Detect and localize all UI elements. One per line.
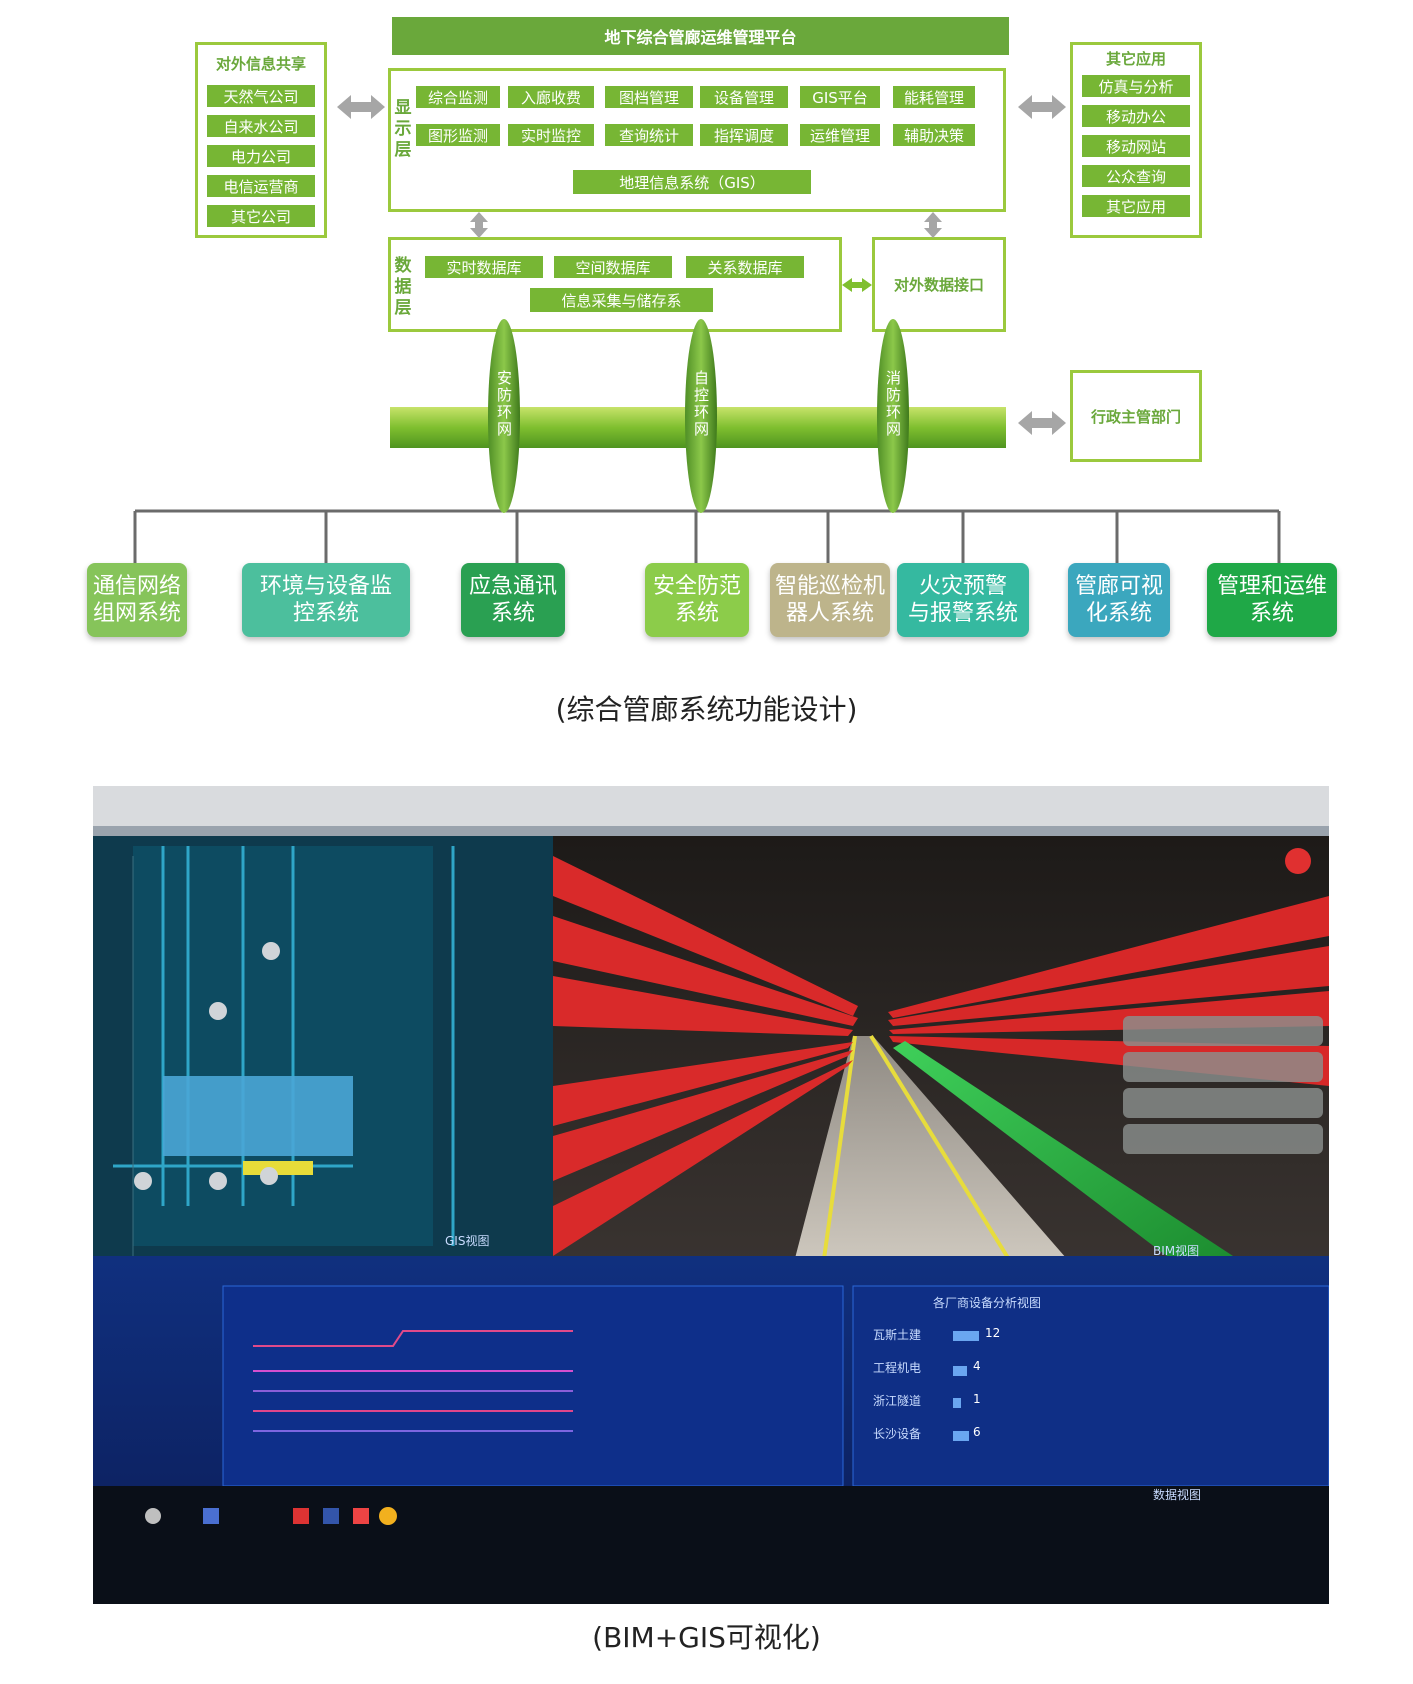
platform-title: 地下综合管廊运维管理平台 (392, 17, 1009, 55)
bim-gis-scene (93, 786, 1329, 1604)
subsystem-6: 火灾预警与报警系统 (897, 563, 1029, 637)
external-interface-box: 对外数据接口 (872, 237, 1006, 332)
display-module-4: 设备管理 (700, 86, 788, 108)
diagram-connectors (133, 95, 1281, 563)
other-app-4: 公众查询 (1082, 165, 1190, 187)
taskbar (93, 1486, 1329, 1604)
subsystem-8: 管理和运维系统 (1207, 563, 1337, 637)
gis-view-label[interactable]: GIS视图 (445, 1234, 490, 1248)
ring-fire (877, 319, 909, 513)
other-app-5: 其它应用 (1082, 195, 1190, 217)
green-link-arrow (842, 278, 872, 292)
double-arrows (337, 95, 1066, 435)
data-layer-box (388, 237, 842, 332)
external-company-5: 其它公司 (207, 205, 315, 227)
vendor-name-1: 瓦斯土建 (873, 1328, 922, 1342)
tunnel-floor (793, 1036, 1073, 1266)
database-1: 实时数据库 (425, 256, 543, 278)
display-module-9: 查询统计 (605, 124, 693, 146)
other-app-1: 仿真与分析 (1082, 75, 1190, 97)
gis-bar: 地理信息系统（GIS） (573, 170, 811, 194)
data-layer-label: 数据层 (394, 256, 412, 318)
gis-cameras (134, 942, 280, 1190)
vendor-bars (953, 1331, 979, 1441)
vendor-name-3: 浙江隧道 (873, 1394, 922, 1408)
alarm-light (1285, 848, 1311, 874)
vendor-name-4: 长沙设备 (873, 1427, 922, 1441)
external-company-4: 电信运营商 (207, 175, 315, 197)
display-layer-label: 显示层 (394, 98, 412, 160)
database-2: 空间数据库 (554, 256, 672, 278)
vertical-arrow-left (470, 212, 488, 238)
display-module-1: 综合监测 (416, 86, 500, 108)
vendor-panel (852, 1285, 1329, 1487)
tunnel-yellow-lines (821, 1034, 1015, 1268)
external-company-2: 自来水公司 (207, 115, 315, 137)
external-company-1: 天然气公司 (207, 85, 315, 107)
display-module-10: 指挥调度 (700, 124, 788, 146)
display-module-6: 能耗管理 (893, 86, 975, 108)
vendor-name-2: 工程机电 (873, 1361, 922, 1375)
bim-view-label[interactable]: BIM视图 (1153, 1244, 1200, 1258)
display-module-12: 辅助决策 (893, 124, 975, 146)
ring-label-1: 安防环网 (495, 370, 513, 438)
gis-info-popup (163, 1076, 353, 1156)
red-pipes-right (888, 896, 1329, 1086)
caption-screenshot: (BIM+GIS可视化) (592, 1621, 821, 1654)
display-module-8: 实时监控 (508, 124, 594, 146)
ring-label-3: 消防环网 (884, 370, 902, 438)
chart-panel (222, 1285, 844, 1487)
vendor-count-1: 12 (985, 1326, 1001, 1340)
vendor-count-3: 1 (973, 1392, 981, 1406)
monitor-edge (93, 826, 1329, 836)
bim-gis-screenshot: GIS视图 BIM视图 各厂商设备分析视图 瓦斯土建 12 工程机电 4 浙江隧道 1 长沙… (93, 786, 1329, 1604)
display-module-3: 图档管理 (605, 86, 693, 108)
external-company-3: 电力公司 (207, 145, 315, 167)
database-3: 关系数据库 (686, 256, 804, 278)
gis-panel-inner (133, 846, 433, 1246)
subsystem-5: 智能巡检机器人系统 (770, 563, 890, 637)
double-arrow-right (1018, 95, 1066, 119)
other-apps-title: 其它应用 (1105, 50, 1166, 68)
display-module-2: 入廊收费 (508, 86, 594, 108)
trend-lines (253, 1330, 573, 1432)
subsystem-1: 通信网络组网系统 (87, 563, 187, 637)
data-view-label[interactable]: 数据视图 (1153, 1488, 1202, 1502)
double-arrow-admin (1018, 411, 1066, 435)
data-collect-bar: 信息采集与储存系 (530, 288, 713, 312)
red-pipes-left (553, 856, 858, 1256)
distribution-lines (133, 509, 1281, 563)
ring-security (488, 319, 520, 513)
admin-dept-box: 行政主管部门 (1070, 370, 1202, 462)
other-app-3: 移动网站 (1082, 135, 1190, 157)
gis-tag (243, 1161, 313, 1175)
vendor-count-4: 6 (973, 1425, 981, 1439)
green-pipe (893, 1041, 1233, 1276)
other-app-2: 移动办公 (1082, 105, 1190, 127)
subsystem-2: 环境与设备监控系统 (242, 563, 410, 637)
double-arrow-left (337, 95, 385, 119)
ring-label-2: 自控环网 (692, 370, 710, 438)
bim-side-buttons (1123, 1016, 1323, 1154)
subsystem-4: 安全防范系统 (645, 563, 749, 637)
display-module-5: GIS平台 (800, 86, 880, 108)
ring-autocontrol (685, 319, 717, 513)
subsystem-3: 应急通讯系统 (461, 563, 565, 637)
display-module-7: 图形监测 (416, 124, 500, 146)
analysis-title: 各厂商设备分析视图 (933, 1296, 1042, 1310)
external-sharing-title: 对外信息共享 (215, 55, 306, 73)
taskbar-icons (145, 1507, 397, 1525)
vendor-count-2: 4 (973, 1359, 981, 1373)
display-module-11: 运维管理 (800, 124, 880, 146)
vertical-arrow-right (924, 212, 942, 238)
caption-diagram: (综合管廊系统功能设计) (555, 693, 858, 726)
subsystem-7: 管廊可视化系统 (1068, 563, 1170, 637)
